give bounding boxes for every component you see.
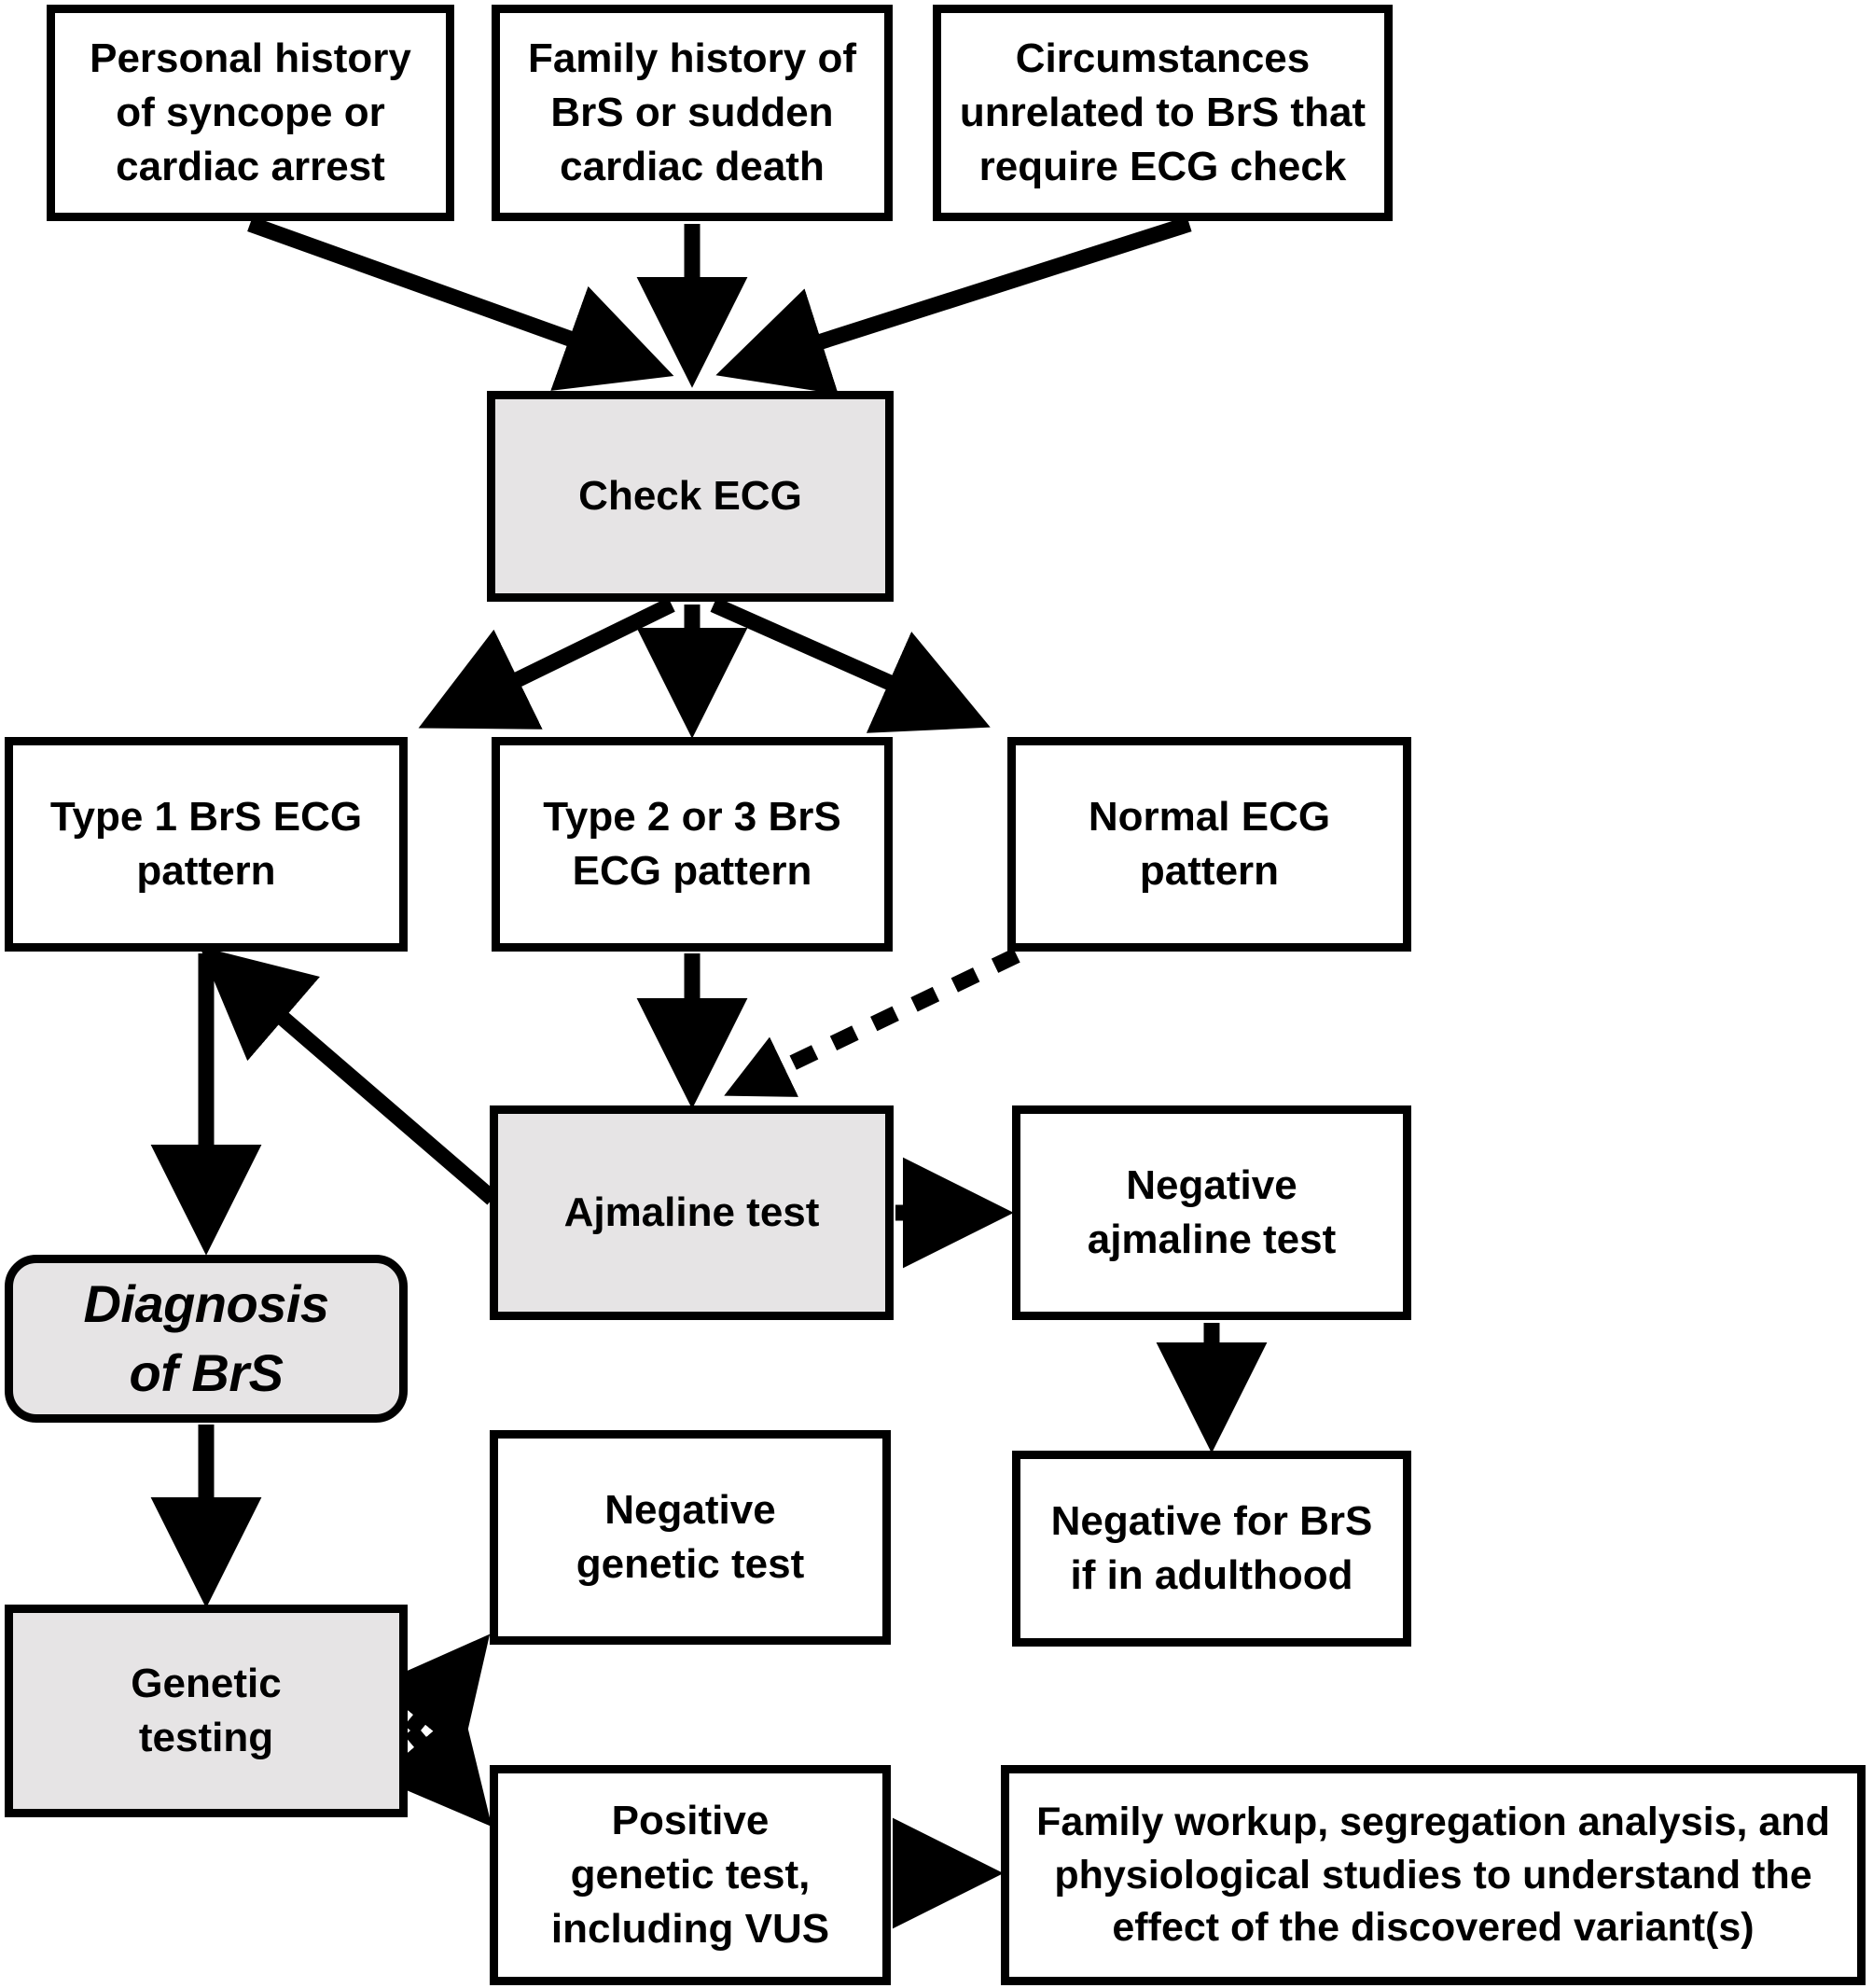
node-family-history[interactable]: Family history of BrS or sudden cardiac …	[492, 5, 893, 221]
node-circumstances[interactable]: Circumstances unrelated to BrS that requ…	[933, 5, 1393, 221]
node-personal-history-label: Personal history of syncope or cardiac a…	[90, 35, 411, 190]
node-family-history-label: Family history of BrS or sudden cardiac …	[527, 35, 857, 190]
edge-check-ecg-to-normal-pattern	[710, 597, 991, 733]
node-normal-pattern[interactable]: Normal ECG pattern	[1007, 737, 1411, 952]
node-normal-pattern-label: Normal ECG pattern	[1088, 793, 1331, 894]
edge-genetic-testing-to-negative-genetic-test	[376, 1633, 491, 1756]
edge-check-ecg-to-type1-pattern	[418, 597, 675, 730]
node-negative-ajmaline-label: Negative ajmaline test	[1087, 1161, 1337, 1262]
node-type23-pattern[interactable]: Type 2 or 3 BrS ECG pattern	[492, 737, 893, 952]
node-negative-for-brs-label: Negative for BrS if in adulthood	[1050, 1497, 1373, 1598]
node-family-workup[interactable]: Family workup, segregation analysis, and…	[1001, 1765, 1866, 1985]
node-type1-pattern-label: Type 1 BrS ECG pattern	[49, 793, 363, 894]
node-type1-pattern[interactable]: Type 1 BrS ECG pattern	[5, 737, 408, 952]
node-positive-genetic-test[interactable]: Positive genetic test, including VUS	[490, 1765, 891, 1985]
node-diagnosis-brs-label: Diagnosis of BrS	[83, 1274, 329, 1402]
node-check-ecg[interactable]: Check ECG	[487, 391, 894, 602]
edge-genetic-testing-to-positive-genetic-test	[378, 1705, 493, 1828]
node-positive-genetic-test-label: Positive genetic test, including VUS	[550, 1797, 830, 1953]
edge-circumstances-to-check-ecg	[715, 215, 1192, 395]
node-personal-history[interactable]: Personal history of syncope or cardiac a…	[47, 5, 454, 221]
node-diagnosis-brs[interactable]: Diagnosis of BrS	[5, 1255, 408, 1423]
edge-normal-pattern-to-ajmaline-test	[724, 948, 1020, 1097]
node-circumstances-label: Circumstances unrelated to BrS that requ…	[959, 35, 1367, 190]
node-genetic-testing-label: Genetic testing	[131, 1660, 282, 1760]
node-negative-genetic-test-label: Negative genetic test	[576, 1486, 805, 1587]
node-negative-genetic-test[interactable]: Negative genetic test	[490, 1430, 891, 1645]
node-genetic-testing[interactable]: Genetic testing	[5, 1605, 408, 1817]
node-family-workup-label: Family workup, segregation analysis, and…	[1036, 1799, 1830, 1951]
node-type23-pattern-label: Type 2 or 3 BrS ECG pattern	[543, 793, 841, 894]
edge-personal-history-to-check-ecg	[247, 215, 674, 391]
node-negative-ajmaline[interactable]: Negative ajmaline test	[1012, 1105, 1411, 1320]
edge-ajmaline-test-to-type1-pattern	[199, 946, 498, 1205]
node-ajmaline-test[interactable]: Ajmaline test	[490, 1105, 894, 1320]
node-negative-for-brs[interactable]: Negative for BrS if in adulthood	[1012, 1451, 1411, 1647]
node-ajmaline-test-label: Ajmaline test	[563, 1189, 820, 1235]
node-check-ecg-label: Check ECG	[578, 472, 802, 519]
